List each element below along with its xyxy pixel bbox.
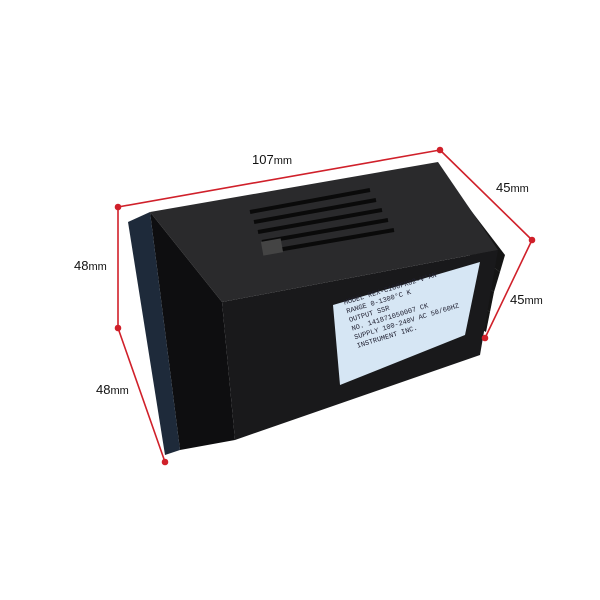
latch-clip bbox=[260, 238, 284, 256]
vent-grille bbox=[249, 188, 395, 254]
spec-label bbox=[333, 262, 480, 385]
height-dimension: 48mm bbox=[74, 258, 107, 273]
dimension-lines bbox=[114, 146, 536, 466]
side-depth-dimension: 45mm bbox=[510, 292, 543, 307]
top-depth-dimension: 45mm bbox=[496, 180, 529, 195]
length-dimension: 107mm bbox=[252, 152, 293, 167]
front-panel bbox=[128, 212, 180, 455]
front-width-dimension: 48mm bbox=[96, 382, 129, 397]
front-bezel-side bbox=[150, 212, 235, 450]
